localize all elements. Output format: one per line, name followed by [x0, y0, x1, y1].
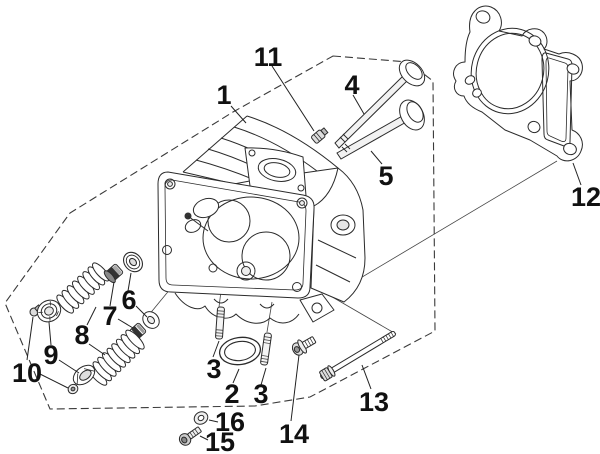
intake-valve-drawing [334, 59, 426, 149]
leader-2 [232, 368, 240, 384]
callout-4-label: 4 [344, 70, 359, 100]
spring-seat-washer-b-drawing [142, 311, 160, 329]
cylinder-head-drawing [157, 115, 366, 324]
washer-small-drawing [193, 411, 209, 425]
callout-13-label: 13 [359, 387, 389, 417]
valve-spring-b-drawing [87, 329, 145, 386]
leader-12 [572, 162, 582, 186]
leader-lines [26, 65, 582, 441]
leader-3b [260, 367, 267, 386]
spring-retainer-a-drawing [36, 299, 62, 323]
leader-3a [212, 340, 220, 358]
callout-2-label: 2 [224, 379, 239, 409]
leader-5 [370, 150, 383, 165]
o-ring-drawing [218, 336, 262, 366]
head-gasket-drawing [453, 5, 583, 162]
leader-14 [290, 354, 300, 422]
head-bottom-edge [174, 292, 300, 324]
head-bolt-holes [162, 178, 308, 292]
callout-1-label: 1 [216, 80, 231, 110]
callout-3b-label: 3 [253, 379, 268, 409]
callout-15-label: 15 [205, 427, 235, 454]
valve-cotter-b-drawing [67, 383, 79, 395]
spring-retainer-b-drawing [72, 364, 96, 386]
callout-6-label: 6 [121, 285, 136, 315]
leader-15 [199, 435, 209, 441]
leader-4 [352, 94, 365, 115]
callout-11-label: 11 [254, 42, 283, 72]
leader-11 [271, 65, 315, 132]
rocker-arm-detail [184, 197, 220, 233]
valve-spring-a-drawing [56, 262, 110, 314]
combustion-chamber [202, 196, 300, 281]
callout-3a-label: 3 [206, 354, 221, 384]
adjuster-plug-drawing [311, 127, 329, 144]
leader-13 [361, 364, 372, 390]
callout-10-label: 10 [12, 358, 42, 388]
head-right-side [310, 167, 366, 303]
leader-1 [230, 105, 247, 124]
gasket-bolt-holes [464, 10, 580, 156]
exhaust-valve-drawing [336, 99, 425, 160]
stud-short-a-drawing [215, 306, 225, 340]
leader-10 [26, 316, 69, 389]
leader-6 [127, 272, 148, 318]
socket-screw-drawing [178, 426, 202, 446]
leader-16 [208, 419, 219, 423]
callout-5-label: 5 [378, 161, 393, 191]
callout-12-label: 12 [571, 182, 600, 212]
flange-bolt-drawing [291, 336, 317, 356]
callout-16-label: 16 [215, 407, 245, 437]
leader-8 [86, 306, 106, 356]
leader-9 [48, 321, 80, 374]
callout-14-label: 14 [279, 419, 309, 449]
stud-long-drawing [319, 330, 396, 382]
valve-stem-seal-a-drawing [103, 263, 124, 284]
leader-7 [109, 281, 134, 329]
callout-9-label: 9 [43, 340, 58, 370]
callout-8-label: 8 [74, 320, 89, 350]
stud-short-b-drawing [260, 332, 272, 366]
gasket-bore [470, 27, 550, 115]
spring-seat-washer-a-drawing [123, 251, 143, 273]
callout-7-label: 7 [102, 301, 117, 331]
